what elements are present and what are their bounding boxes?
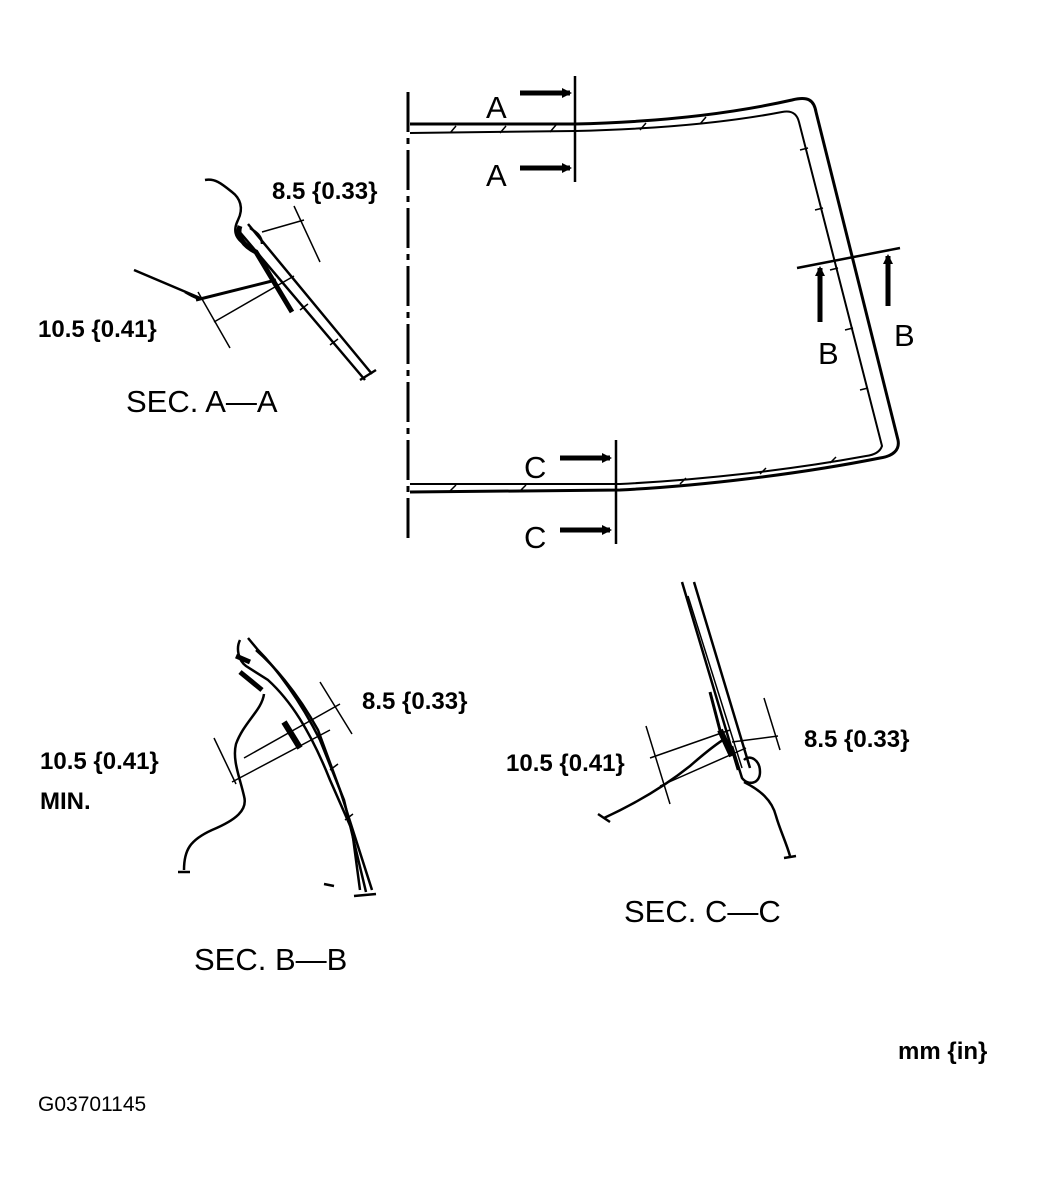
section-a-dim-upper-line [261,219,305,233]
section-c-dim-left-label: 10.5 {0.41} [506,750,625,777]
section-c-dim-left-line [649,729,731,759]
section-b-marker-right: B [894,318,915,353]
section-c-marker-top: C [524,450,547,485]
section-a-marker-top: A [486,90,507,125]
section-b-cut [796,246,901,322]
section-a-detail [133,178,377,382]
windshield-outline [406,92,900,538]
section-b-dim-upper-label: 8.5 {0.33} [362,688,468,715]
section-c-title: SEC. C—C [624,894,781,929]
section-b-dim-lower-note: MIN. [40,788,91,815]
section-b-title: SEC. B—B [194,942,348,977]
section-b-dim-upper-line [243,703,341,759]
windshield-outer-edge [409,97,900,494]
section-a-dim-upper-label: 8.5 {0.33} [272,178,378,205]
section-c-dim-right-label: 8.5 {0.33} [804,726,910,753]
section-c-cut [560,440,618,544]
section-c-detail [597,581,797,860]
windshield-hatching [449,116,869,492]
section-a-cut [520,76,577,182]
section-b-dim-lower-label: 10.5 {0.41} [40,748,159,775]
section-a-dim-lower-line [213,275,295,323]
units-note: mm {in} [898,1038,988,1065]
section-c-marker-bottom: C [524,520,547,555]
windshield-inner-edge [409,110,884,485]
section-c-dim-right-line [731,735,779,743]
section-a-dim-lower-label: 10.5 {0.41} [38,316,157,343]
figure-code: G03701145 [38,1093,147,1116]
section-b-marker-left: B [818,336,839,371]
section-b-dim-lower-line [231,729,331,783]
section-a-title: SEC. A—A [126,384,278,419]
section-a-marker-bottom: A [486,158,507,193]
section-b-detail [178,637,377,898]
